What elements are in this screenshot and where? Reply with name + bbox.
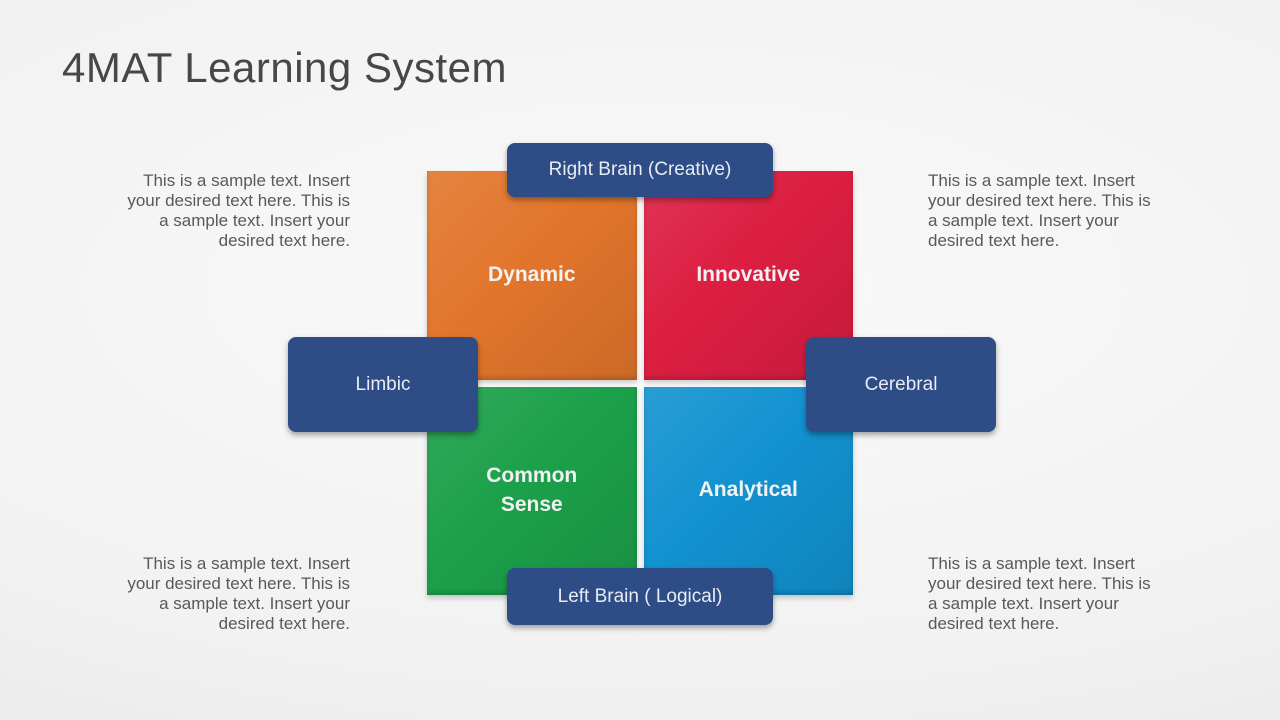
badge-right-brain: Right Brain (Creative) [507, 143, 773, 197]
sample-text-top-right: This is a sample text. Insert your desir… [928, 171, 1178, 251]
quadrant-label-dynamic: Dynamic [487, 262, 576, 286]
sample-text-line: your desired text here. This is [127, 574, 350, 593]
badge-left-brain: Left Brain ( Logical) [507, 568, 773, 625]
badge-right-brain-label: Right Brain (Creative) [548, 159, 732, 180]
sample-text-bottom-left: This is a sample text. Insert your desir… [100, 554, 350, 634]
badge-left-brain-label: Left Brain ( Logical) [557, 585, 723, 607]
quadrant-label-common-sense: Common Sense [486, 463, 578, 516]
badge-limbic: Limbic [288, 337, 478, 432]
sample-text-line: This is a sample text. Insert [928, 554, 1135, 573]
sample-text-line: desired text here. [928, 614, 1060, 633]
quadrant-matrix: Dynamic Innovative Common Sense Analytic… [427, 171, 853, 595]
sample-text-line: This is a sample text. Insert [143, 554, 350, 573]
sample-text-line: a sample text. Insert your [159, 211, 350, 230]
badge-cerebral-label: Cerebral [864, 373, 938, 395]
sample-text-top-left: This is a sample text. Insert your desir… [100, 171, 350, 251]
sample-text-line: your desired text here. This is [928, 191, 1151, 210]
sample-text-line: This is a sample text. Insert [143, 171, 350, 190]
badge-limbic-label: Limbic [355, 373, 411, 395]
sample-text-line: a sample text. Insert your [159, 594, 350, 613]
sample-text-line: your desired text here. This is [127, 191, 350, 210]
sample-text-line: desired text here. [928, 231, 1060, 250]
sample-text-bottom-right: This is a sample text. Insert your desir… [928, 554, 1178, 634]
sample-text-line: your desired text here. This is [928, 574, 1151, 593]
sample-text-line: a sample text. Insert your [928, 594, 1119, 613]
slide-title: 4MAT Learning System [62, 44, 507, 91]
sample-text-line: desired text here. [218, 231, 350, 250]
sample-text-line: This is a sample text. Insert [928, 171, 1135, 190]
sample-text-line: a sample text. Insert your [928, 211, 1119, 230]
sample-text-line: desired text here. [218, 614, 350, 633]
quadrant-label-analytical: Analytical [698, 478, 798, 502]
quadrant-label-innovative: Innovative [696, 262, 801, 286]
badge-cerebral: Cerebral [806, 337, 996, 432]
